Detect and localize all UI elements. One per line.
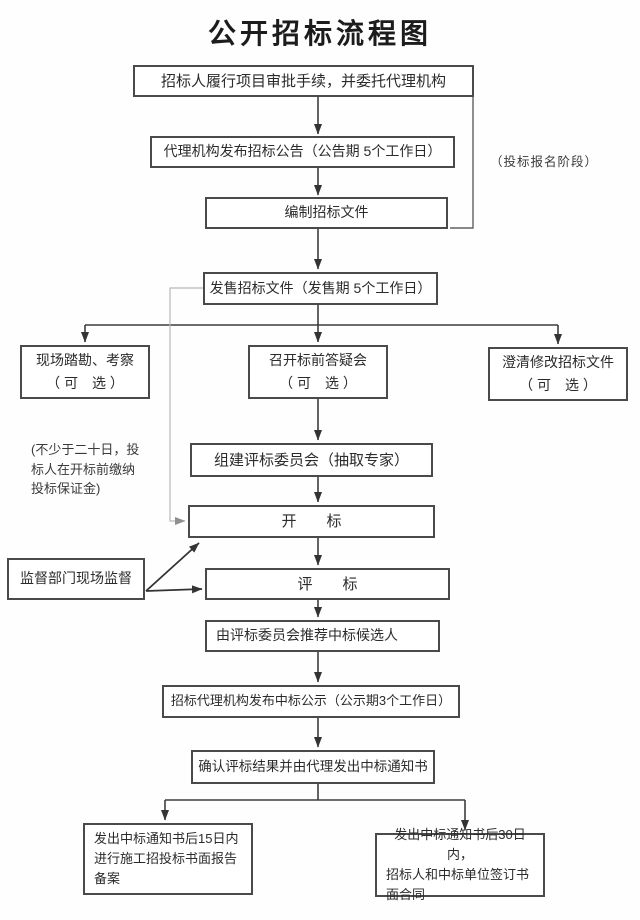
node-approval-and-agency: 招标人履行项目审批手续，并委托代理机构 <box>133 65 474 97</box>
note-bid-deposit: (不少于二十日，投 标人在开标前缴纳 投标保证金) <box>31 440 193 499</box>
arrow-supervision-to-open-bid <box>145 542 200 592</box>
node-prepare-bid-documents: 编制招标文件 <box>205 197 448 229</box>
node-evaluate-bid: 评 标 <box>205 568 450 600</box>
deposit-note-line3: 投标保证金) <box>31 481 101 496</box>
node-form-evaluation-committee: 组建评标委员会（抽取专家） <box>190 443 433 477</box>
clarify-line2: （ 可 选 ） <box>519 377 597 393</box>
node-filing-report: 发出中标通知书后15日内 进行施工招投标书面报告 备案 <box>83 823 253 895</box>
node-recommend-candidates: 由评标委员会推荐中标候选人 <box>205 620 440 652</box>
node-site-visit-optional: 现场踏勘、考察 （ 可 选 ） <box>20 345 150 399</box>
arrow-supervision-to-eval <box>145 585 203 594</box>
node-clarify-documents-optional: 澄清修改招标文件 （ 可 选 ） <box>488 347 628 401</box>
site-visit-line2: （ 可 选 ） <box>46 375 124 391</box>
deposit-note-line1: (不少于二十日，投 <box>31 442 140 457</box>
note-registration-stage: （投标报名阶段） <box>490 155 599 169</box>
sign-contract-line3: 面合同 <box>386 887 426 902</box>
registration-stage-bracket <box>450 97 474 229</box>
sign-contract-line1: 发出中标通知书后30日内， <box>394 827 526 862</box>
sign-contract-line2: 招标人和中标单位签订书 <box>386 867 530 882</box>
page-title: 公开招标流程图 <box>207 18 432 49</box>
node-supervision-department: 监督部门现场监督 <box>7 558 145 600</box>
filing-report-line2: 进行施工招投标书面报告 <box>94 851 238 866</box>
node-open-bid: 开 标 <box>188 505 435 538</box>
qa-meeting-line1: 召开标前答疑会 <box>269 352 367 368</box>
node-sign-contract: 发出中标通知书后30日内， 招标人和中标单位签订书 面合同 <box>375 827 545 902</box>
node-qa-meeting-optional: 召开标前答疑会 （ 可 选 ） <box>248 345 388 399</box>
filing-report-line1: 发出中标通知书后15日内 <box>94 831 239 846</box>
node-publish-winner-notice: 招标代理机构发布中标公示（公示期3个工作日） <box>162 685 460 718</box>
node-sell-bid-documents: 发售招标文件（发售期 5个工作日） <box>203 272 438 305</box>
filing-report-line3: 备案 <box>94 871 121 886</box>
node-confirm-result-send-notification: 确认评标结果并由代理发出中标通知书 <box>191 750 435 784</box>
clarify-line1: 澄清修改招标文件 <box>502 354 614 370</box>
site-visit-line1: 现场踏勘、考察 <box>36 352 134 368</box>
faint-line-sale-to-open-bid <box>169 287 203 525</box>
node-publish-announcement: 代理机构发布招标公告（公告期 5个工作日） <box>150 136 455 168</box>
qa-meeting-line2: （ 可 选 ） <box>279 375 357 391</box>
deposit-note-line2: 标人在开标前缴纳 <box>31 461 136 477</box>
